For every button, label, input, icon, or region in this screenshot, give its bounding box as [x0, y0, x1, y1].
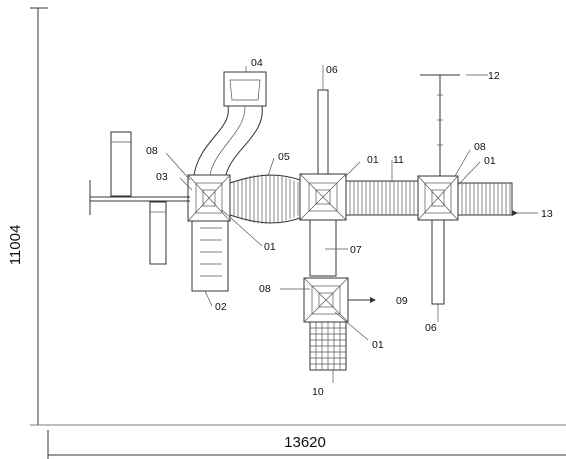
callout-01-left: 01 [264, 241, 276, 253]
flag-pole [420, 74, 460, 176]
callout-01-center: 01 [367, 154, 379, 166]
callout-06-top: 06 [326, 64, 338, 76]
callout-10: 10 [312, 386, 324, 398]
tower-left [187, 174, 231, 222]
bridge-straight [345, 180, 419, 216]
connector-vertical [309, 219, 337, 277]
callout-03: 03 [156, 171, 168, 183]
dimension-height: 11004 [7, 7, 566, 426]
arrow-13 [512, 210, 518, 216]
callout-01-right: 01 [484, 155, 496, 167]
straight-slide [457, 182, 513, 216]
ramp-grid [309, 321, 347, 371]
dimension-height-label: 11004 [7, 225, 24, 266]
climbing-ladder [191, 220, 229, 292]
callout-11: 11 [393, 154, 404, 166]
tower-right [417, 175, 459, 221]
tower-center [299, 173, 347, 221]
callout-08-right: 08 [474, 141, 486, 153]
callout-04: 04 [251, 57, 263, 69]
callout-12: 12 [488, 70, 500, 82]
callout-09: 09 [396, 295, 408, 307]
leader-lines [165, 65, 538, 383]
callout-05: 05 [278, 151, 290, 163]
callout-06-bottom: 06 [425, 322, 437, 334]
dimension-width-label: 13620 [284, 434, 326, 451]
bridge-curved [229, 174, 301, 224]
dimension-width: 13620 [47, 430, 566, 459]
arrow-09 [348, 297, 376, 303]
callout-02: 02 [215, 301, 227, 313]
swing-bench-assembly [89, 131, 190, 265]
roof-post-top [317, 89, 329, 175]
tube-slide [193, 71, 267, 176]
callout-13: 13 [541, 208, 553, 220]
callout-08-left: 08 [146, 145, 158, 157]
roof-post-bottom [431, 219, 445, 305]
callout-08-lower: 08 [259, 283, 271, 295]
callout-07: 07 [350, 244, 362, 256]
tower-lower [303, 277, 349, 323]
callout-01-lower: 01 [372, 339, 384, 351]
